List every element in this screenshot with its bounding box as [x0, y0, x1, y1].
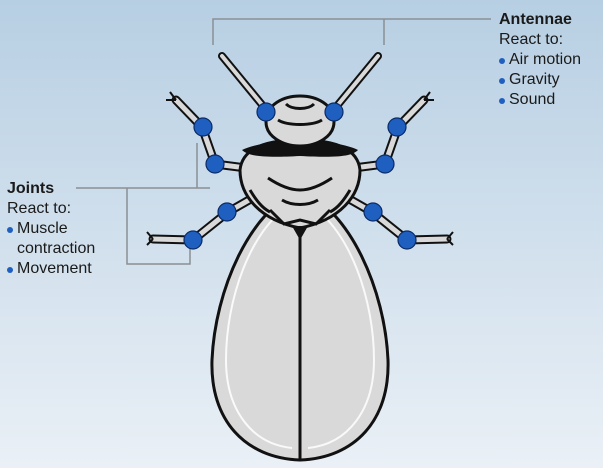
joints-label: Joints React to: Muscle contraction Move… [7, 179, 95, 279]
joint-sensor-right-lower-outer [398, 231, 416, 249]
antennae-title: Antennae [499, 10, 581, 30]
joint-sensor-left-lower-outer [184, 231, 202, 249]
joint-sensor-left-lower-inner [218, 203, 236, 221]
antenna-sensor-right [325, 103, 343, 121]
antenna-sensor-left [257, 103, 275, 121]
joints-item: Muscle contraction [7, 219, 95, 259]
antennae-item: Sound [499, 90, 581, 110]
joint-sensor-right-lower-inner [364, 203, 382, 221]
head [266, 96, 334, 146]
joints-title: Joints [7, 179, 95, 199]
joints-subtitle: React to: [7, 199, 95, 219]
antennae-leader-line [213, 19, 491, 45]
joints-item: Movement [7, 259, 95, 279]
joint-sensor-right-upper-inner [376, 155, 394, 173]
antennae-item: Gravity [499, 70, 581, 90]
antennae-item: Air motion [499, 50, 581, 70]
joint-sensor-right-upper-outer [388, 118, 406, 136]
joints-list: Muscle contraction Movement [7, 219, 95, 279]
antennae-label: Antennae React to: Air motion Gravity So… [499, 10, 581, 110]
antennae-subtitle: React to: [499, 30, 581, 50]
joint-sensor-left-upper-outer [194, 118, 212, 136]
antennae-list: Air motion Gravity Sound [499, 50, 581, 110]
joint-sensor-left-upper-inner [206, 155, 224, 173]
